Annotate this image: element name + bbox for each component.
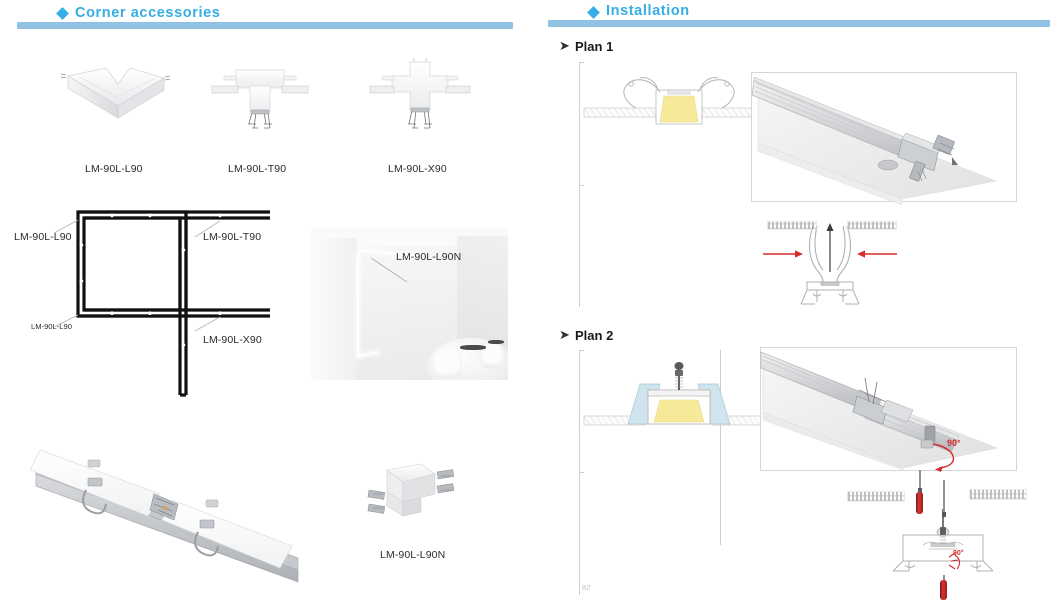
screw-fixed-flange-section xyxy=(583,358,775,443)
plan-1-label: Plan 1 xyxy=(575,39,614,54)
schematic-callout-l90-top: LM-90L-L90 xyxy=(14,231,72,243)
screwdriver-icon xyxy=(943,575,945,583)
ceiling-track-3d-render xyxy=(751,72,1017,206)
page-number: 82 xyxy=(582,583,591,592)
corner-accessories-title: Corner accessories xyxy=(75,5,221,21)
room-photo-callout: LM-90L-L90N xyxy=(396,251,462,263)
installation-panel: Installation ➤ Plan 1 xyxy=(529,0,1058,600)
product-caption-x90: LM-90L-X90 xyxy=(388,163,447,175)
heading-rule xyxy=(17,22,513,29)
rule-tick xyxy=(579,350,584,351)
schematic-callout-l90-bottom: LM-90L-L90 xyxy=(31,322,72,331)
schematic-callout-x90: LM-90L-X90 xyxy=(203,334,262,346)
chevron-right-arrow-icon: ➤ xyxy=(559,327,570,342)
svg-text:90°: 90° xyxy=(953,549,964,557)
product-caption-l90: LM-90L-L90 xyxy=(85,163,143,175)
note-right xyxy=(969,489,1027,500)
rule-tick xyxy=(579,185,584,186)
diamond-icon xyxy=(56,7,69,20)
spring-clip-compression-diagram xyxy=(751,212,1017,308)
screwdriver-handle xyxy=(940,580,947,600)
track-layout-schematic xyxy=(20,205,300,397)
screwdriver-icon xyxy=(943,480,945,514)
note-right xyxy=(847,221,897,230)
product-caption-l90n: LM-90L-L90N xyxy=(380,549,446,561)
screwdriver-icon xyxy=(919,470,921,490)
plan-2-label: Plan 2 xyxy=(575,328,614,343)
product-image-t-connector xyxy=(208,58,312,138)
screwdriver-handle xyxy=(916,492,923,514)
note-left xyxy=(847,491,905,502)
rule-tick xyxy=(579,62,584,63)
product-image-corner-connector-internal xyxy=(363,460,459,530)
installation-title: Installation xyxy=(606,3,690,19)
product-caption-t90: LM-90L-T90 xyxy=(228,163,287,175)
product-image-x-connector xyxy=(368,58,472,138)
ceiling-track-3d-render-screw: 90° xyxy=(760,347,1017,472)
chevron-right-arrow-icon: ➤ xyxy=(559,38,570,53)
screwdriver-fixing-diagram: 90° xyxy=(879,505,1009,600)
interior-room-photo xyxy=(311,228,508,380)
screwdriver-collar xyxy=(942,512,946,517)
rule-tick xyxy=(579,472,584,473)
plan2-mid-rule xyxy=(720,350,721,545)
schematic-callout-t90: LM-90L-T90 xyxy=(203,231,262,243)
product-image-l-connector xyxy=(60,62,171,132)
product-image-linear-profile-joint xyxy=(28,420,308,585)
plan1-left-rule xyxy=(579,62,580,307)
note-left xyxy=(767,221,817,230)
heading-rule xyxy=(548,20,1050,27)
corner-accessories-panel: Corner accessories xyxy=(14,5,513,585)
recessed-spring-clip-section xyxy=(583,70,775,140)
screwdriver-collar xyxy=(918,488,922,493)
diamond-icon xyxy=(587,6,600,19)
svg-text:90°: 90° xyxy=(947,438,961,448)
